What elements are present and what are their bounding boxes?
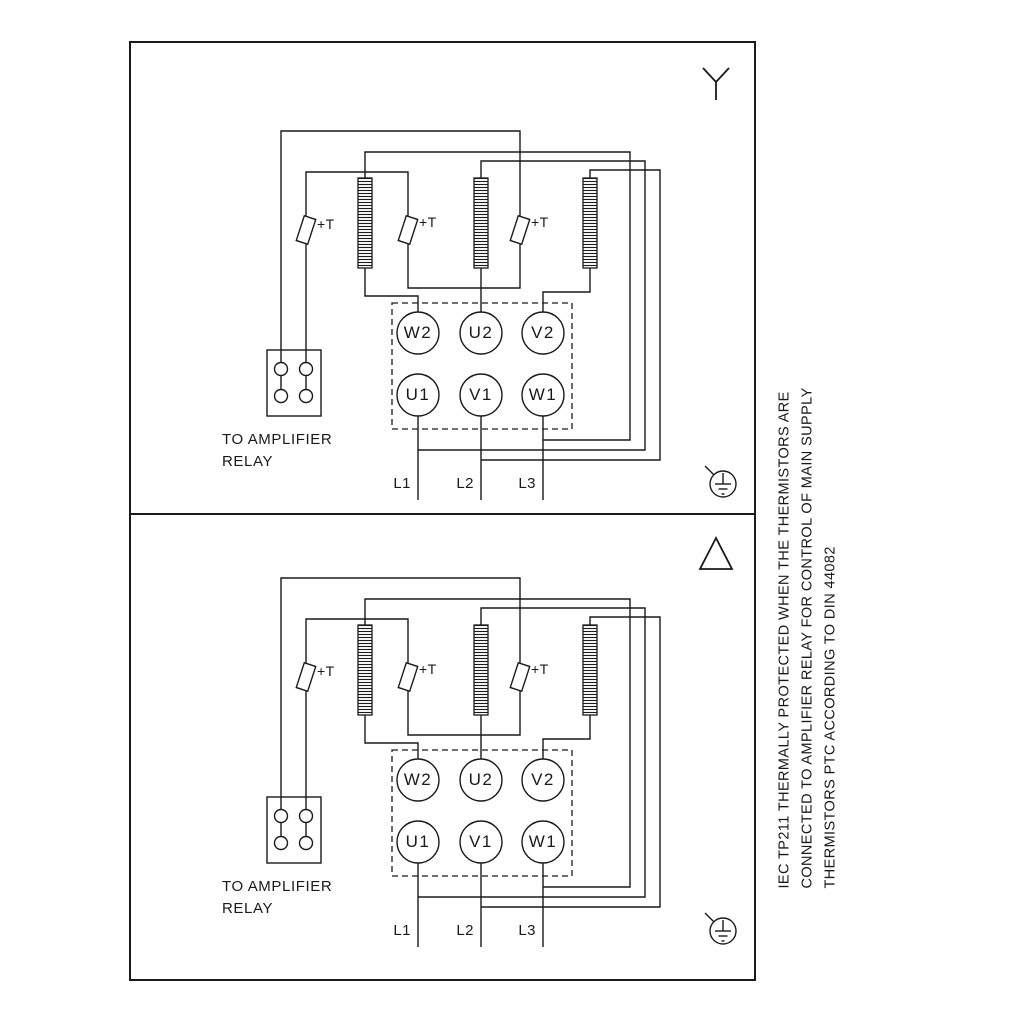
- terminal-label-v1: V1: [469, 385, 493, 404]
- relay-note-line2: RELAY: [222, 453, 274, 470]
- terminal-label-w1: W1: [528, 832, 558, 851]
- delta-symbol-icon: [698, 536, 734, 570]
- side-note-line: THERMISTORS PTC ACCORDING TO DIN 44082: [822, 546, 839, 889]
- terminal-label-u1: U1: [405, 385, 431, 404]
- terminal-label-v2: V2: [531, 770, 555, 789]
- thermistor-label: +T: [531, 214, 549, 230]
- thermistor-label: +T: [419, 214, 437, 230]
- delta-panel-circuit: [266, 577, 737, 948]
- relay-note-line1: TO AMPLIFIER: [222, 431, 333, 448]
- side-note: IEC TP211 THERMALLY PROTECTED WHEN THE T…: [774, 349, 843, 889]
- relay-note-line2: RELAY: [222, 900, 274, 917]
- terminal-label-v1: V1: [469, 832, 493, 851]
- diagram-frame: [129, 41, 756, 981]
- side-note-line: CONNECTED TO AMPLIFIER RELAY FOR CONTROL…: [799, 387, 816, 889]
- side-note-line: IEC TP211 THERMALLY PROTECTED WHEN THE T…: [776, 391, 793, 889]
- supply-label-l1: L1: [393, 922, 411, 939]
- terminal-label-w2: W2: [403, 323, 433, 342]
- star-symbol-icon: [702, 67, 730, 100]
- terminal-label-u2: U2: [468, 323, 494, 342]
- terminal-label-u2: U2: [468, 770, 494, 789]
- supply-label-l2: L2: [456, 475, 474, 492]
- supply-label-l3: L3: [518, 475, 536, 492]
- terminal-label-w2: W2: [403, 770, 433, 789]
- thermistor-label: +T: [419, 661, 437, 677]
- thermistor-label: +T: [317, 663, 335, 679]
- supply-label-l2: L2: [456, 922, 474, 939]
- relay-note-line1: TO AMPLIFIER: [222, 878, 333, 895]
- terminal-label-u1: U1: [405, 832, 431, 851]
- star-panel-circuit: [266, 130, 737, 501]
- thermistor-label: +T: [317, 216, 335, 232]
- supply-label-l3: L3: [518, 922, 536, 939]
- terminal-label-w1: W1: [528, 385, 558, 404]
- thermistor-label: +T: [531, 661, 549, 677]
- terminal-label-v2: V2: [531, 323, 555, 342]
- supply-label-l1: L1: [393, 475, 411, 492]
